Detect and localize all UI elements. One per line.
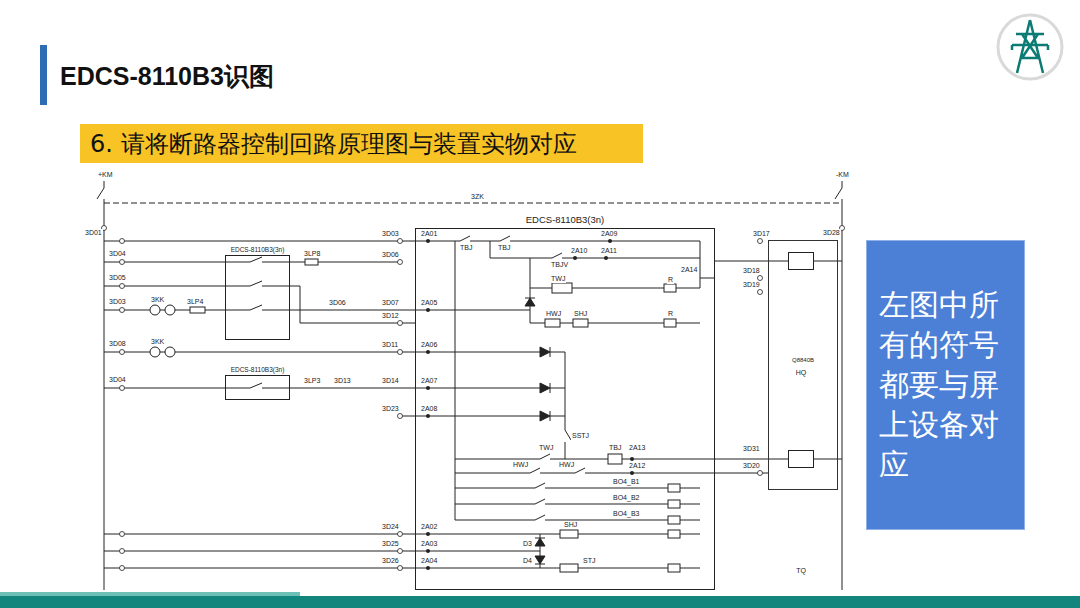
signal-label: BO4_B1 — [612, 478, 640, 486]
title-bar — [40, 45, 47, 105]
signal-label: -KM — [835, 171, 850, 179]
signal-label: TBJ — [459, 244, 473, 252]
signal-label: 3D13 — [333, 377, 352, 385]
signal-label: D3 — [522, 540, 533, 548]
signal-label: 3D31 — [742, 445, 761, 453]
signal-label: 3D03 — [108, 298, 127, 306]
signal-label: 2A08 — [420, 405, 438, 413]
signal-label: 3D18 — [742, 267, 761, 275]
signal-label: 3D11 — [381, 341, 399, 349]
signal-label: 3D17 — [752, 230, 771, 238]
signal-label: 3D07 — [381, 299, 400, 307]
coil-text: HQ — [789, 369, 813, 376]
logo — [998, 15, 1062, 79]
signal-label: 3D14 — [381, 377, 400, 385]
signal-label: 3D26 — [381, 557, 400, 565]
subbox-text: EDCS-8110B3(3n) — [220, 366, 295, 374]
breaker-text: Q8840B — [769, 357, 837, 363]
coil-box: TQ — [788, 450, 814, 468]
signal-label: 2A05 — [420, 299, 438, 307]
coil-box: HQ — [788, 252, 814, 270]
signal-label: TBJ — [608, 444, 622, 452]
signal-label: 3D28 — [822, 229, 841, 237]
signal-label: HWJ — [512, 461, 529, 469]
signal-label: TBJV — [550, 261, 569, 269]
signal-label: 3D04 — [108, 376, 127, 384]
signal-label: HWJ — [545, 310, 562, 318]
wire-connector — [290, 388, 415, 389]
signal-label: +KM — [97, 171, 114, 179]
signal-label: D4 — [522, 557, 533, 565]
coil-text: TQ — [789, 567, 813, 574]
signal-label: 3KK — [150, 338, 165, 346]
signal-label: SHJ — [563, 521, 578, 529]
signal-label: 3LP4 — [186, 298, 204, 306]
signal-label: 3D06 — [381, 251, 400, 259]
signal-label: 2A10 — [570, 247, 588, 255]
signal-label: 2A02 — [420, 523, 438, 531]
callout-box: 左图中所有的符号都要与屏上设备对应 — [866, 240, 1025, 530]
wire-connector — [290, 310, 415, 311]
signal-label: 2A06 — [420, 341, 438, 349]
signal-label: HWJ — [558, 461, 575, 469]
signal-label: 2A12 — [628, 462, 646, 470]
signal-label: 3D05 — [108, 274, 127, 282]
footer-accent — [0, 592, 300, 596]
terminals — [102, 226, 845, 571]
signal-label: 3KK — [150, 296, 165, 304]
signal-label: 2A09 — [600, 230, 618, 238]
signal-label: R — [667, 310, 674, 318]
signal-label: R — [667, 276, 674, 284]
wiring — [97, 181, 842, 590]
signal-label: SSTJ — [571, 432, 590, 440]
signal-label: TBJ — [497, 244, 511, 252]
signal-label: BO4_B2 — [612, 494, 640, 502]
signal-label: STJ — [582, 557, 596, 565]
subbox-text: EDCS-8110B3(3n) — [220, 246, 295, 254]
signal-label: 3D06 — [328, 299, 347, 307]
signal-label: 3LP8 — [303, 250, 321, 258]
subbox-box: EDCS-8110B3(3n) — [225, 255, 290, 340]
signal-label: 3D12 — [381, 312, 400, 320]
signal-label: TWJ — [550, 275, 566, 283]
breaker-box: Q8840B HQ TQ — [768, 240, 838, 490]
signal-label: 2A07 — [420, 377, 438, 385]
footer-bar — [0, 596, 1080, 608]
signal-label: 3LP3 — [303, 377, 321, 385]
junction-dots — [426, 239, 634, 570]
subbox-box: EDCS-8110B3(3n) — [225, 375, 290, 400]
signal-label: TWJ — [538, 444, 554, 452]
signal-label: 2A11 — [600, 247, 618, 255]
signal-label: SHJ — [573, 310, 588, 318]
signal-label: 2A04 — [420, 557, 438, 565]
signal-label: 3D24 — [381, 523, 400, 531]
wire-connector — [715, 459, 788, 460]
slide-title: EDCS-8110B3识图 — [60, 60, 274, 93]
band-box: 6. 请将断路器控制回路原理图与装置实物对应 — [80, 124, 643, 163]
signal-label: BO4_B3 — [612, 510, 640, 518]
device-text: EDCS-8110B3(3n) — [416, 214, 714, 225]
signal-label: 3D25 — [381, 540, 400, 548]
signal-label: 2A14 — [680, 266, 698, 274]
signal-label: 3D04 — [108, 250, 127, 258]
signal-label: 2A13 — [628, 444, 646, 452]
signal-label: 2A01 — [420, 230, 438, 238]
signal-label: 2A03 — [420, 540, 438, 548]
signal-label: 3ZK — [470, 193, 485, 201]
signal-label: 3D01 — [84, 229, 103, 237]
signal-label: 3D20 — [742, 462, 761, 470]
signal-label: 3D03 — [381, 230, 400, 238]
signal-label: 3D19 — [742, 281, 761, 289]
callout-text: 左图中所有的符号都要与屏上设备对应 — [879, 285, 1012, 485]
signal-label: 3D08 — [108, 340, 127, 348]
signal-label: 3D23 — [381, 405, 400, 413]
band-text: 6. 请将断路器控制回路原理图与装置实物对应 — [90, 128, 577, 160]
wire-connector — [715, 261, 788, 262]
